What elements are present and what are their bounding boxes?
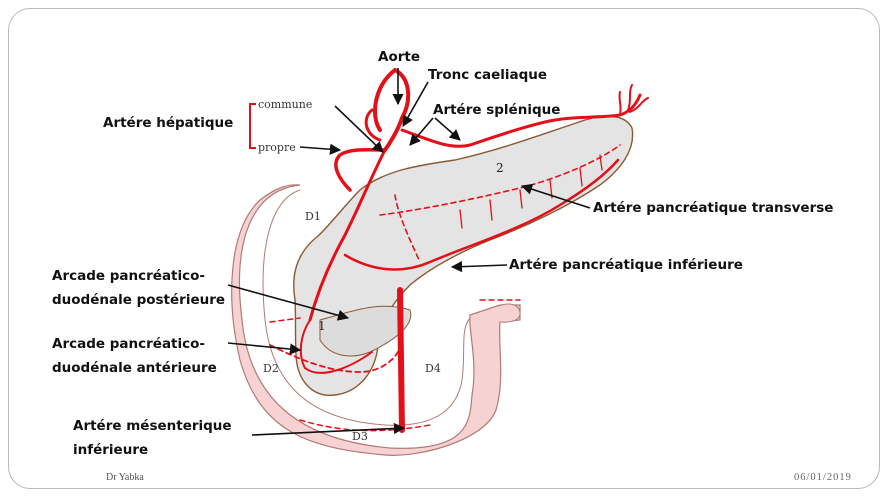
label-d4: D4 — [425, 362, 441, 375]
label-tronc-caeliaque: Tronc caeliaque — [428, 67, 547, 83]
splenic-branches — [619, 85, 648, 115]
label-aorte: Aorte — [378, 49, 420, 65]
label-pancreatique-transverse: Artére pancréatique transverse — [593, 200, 833, 216]
label-region-2: 2 — [496, 161, 504, 175]
label-arcade-post-line1: Arcade pancréatico- — [52, 268, 205, 284]
arrow-propre — [300, 147, 340, 150]
arrow-inferieure — [452, 265, 507, 267]
superior-mesenteric — [400, 290, 402, 430]
label-mesenterique-line2: inférieure — [73, 442, 148, 458]
footer-author: Dr Yabka — [106, 472, 144, 483]
label-arcade-ant-line1: Arcade pancréatico- — [52, 336, 205, 352]
hepatic-bracket — [250, 104, 256, 148]
jejunum-stub — [498, 304, 520, 322]
arrow-mesenterique — [252, 428, 404, 435]
label-arcade-post-line2: duodénale postérieure — [52, 292, 225, 308]
celiac-trunk — [385, 118, 402, 150]
label-arcade-ant-line2: duodénale antérieure — [52, 360, 217, 376]
label-d3: D3 — [352, 430, 368, 443]
arrow-splenique-b — [435, 118, 460, 140]
footer-date: 06/01/2019 — [794, 472, 852, 483]
label-region-1: 1 — [318, 319, 326, 333]
aorta — [375, 70, 408, 130]
label-mesenterique-line1: Artére mésenterique — [73, 418, 232, 434]
label-artere-splenique: Artére splénique — [433, 102, 560, 118]
label-d1: D1 — [305, 210, 321, 223]
label-pancreatique-inferieure: Artére pancréatique inférieure — [509, 257, 743, 273]
label-artere-hepatique: Artére hépatique — [103, 115, 233, 131]
label-commune: commune — [258, 98, 312, 111]
label-d2: D2 — [263, 362, 279, 375]
label-propre: propre — [258, 141, 296, 154]
